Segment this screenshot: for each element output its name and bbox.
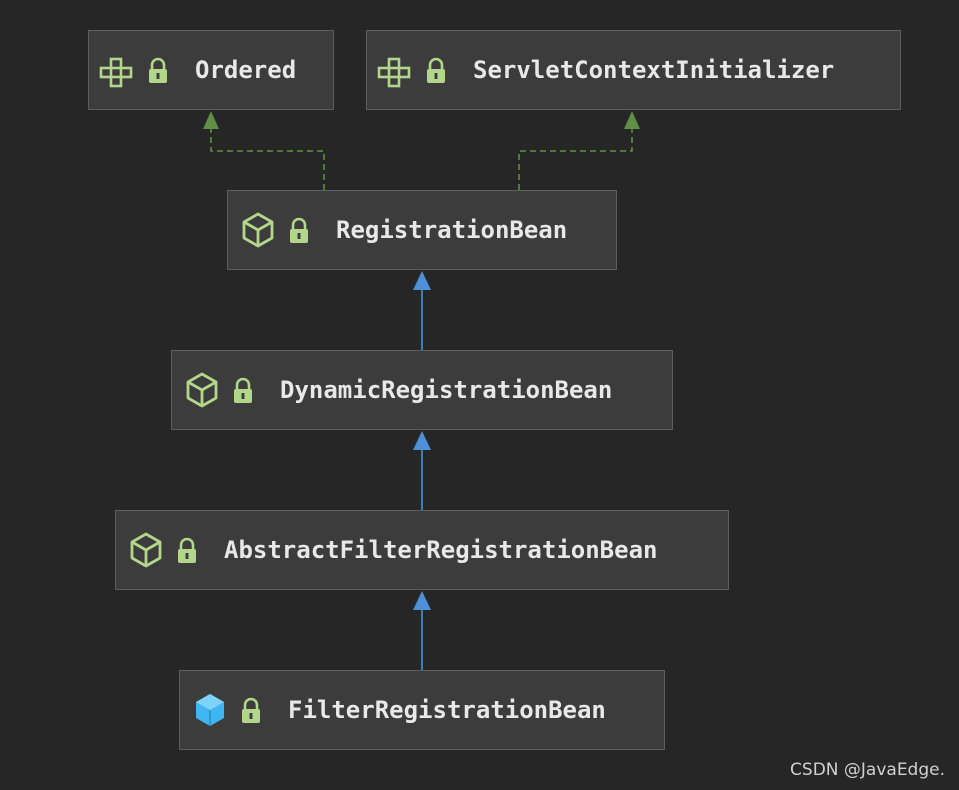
abstract-class-icon	[186, 372, 218, 408]
watermark: CSDN @JavaEdge.	[790, 760, 945, 780]
node-label: FilterRegistrationBean	[288, 696, 606, 724]
node-abstractfilterregistrationbean[interactable]: AbstractFilterRegistrationBean	[115, 510, 729, 590]
interface-icon	[377, 57, 411, 88]
node-registrationbean[interactable]: RegistrationBean	[227, 190, 617, 270]
abstract-class-icon	[242, 212, 274, 248]
edge-implements-servletcontextinitializer	[518, 128, 633, 190]
node-ordered[interactable]: Ordered	[88, 30, 334, 110]
lock-icon	[234, 377, 252, 403]
node-label: RegistrationBean	[336, 216, 568, 244]
lock-icon	[178, 537, 196, 563]
arrowhead-ordered	[203, 111, 219, 129]
edge-implements-ordered	[210, 128, 325, 190]
arrowhead-registrationbean	[413, 271, 431, 290]
node-label: ServletContextInitializer	[473, 56, 835, 84]
arrowhead-servletcontextinitializer	[624, 111, 640, 129]
abstract-class-icon	[130, 532, 162, 568]
class-icon	[196, 694, 224, 726]
lock-icon	[149, 57, 167, 83]
node-label: AbstractFilterRegistrationBean	[224, 536, 658, 564]
node-label: Ordered	[195, 56, 297, 84]
node-label: DynamicRegistrationBean	[280, 376, 613, 404]
arrowhead-dynamicregistrationbean	[413, 431, 431, 450]
interface-icon	[99, 57, 133, 88]
node-filterregistrationbean[interactable]: FilterRegistrationBean	[179, 670, 665, 750]
lock-icon	[290, 217, 308, 243]
node-dynamicregistrationbean[interactable]: DynamicRegistrationBean	[171, 350, 673, 430]
lock-icon	[242, 697, 260, 723]
node-servletcontextinitializer[interactable]: ServletContextInitializer	[366, 30, 901, 110]
arrowhead-abstractfilterregistrationbean	[413, 591, 431, 610]
lock-icon	[427, 57, 445, 83]
